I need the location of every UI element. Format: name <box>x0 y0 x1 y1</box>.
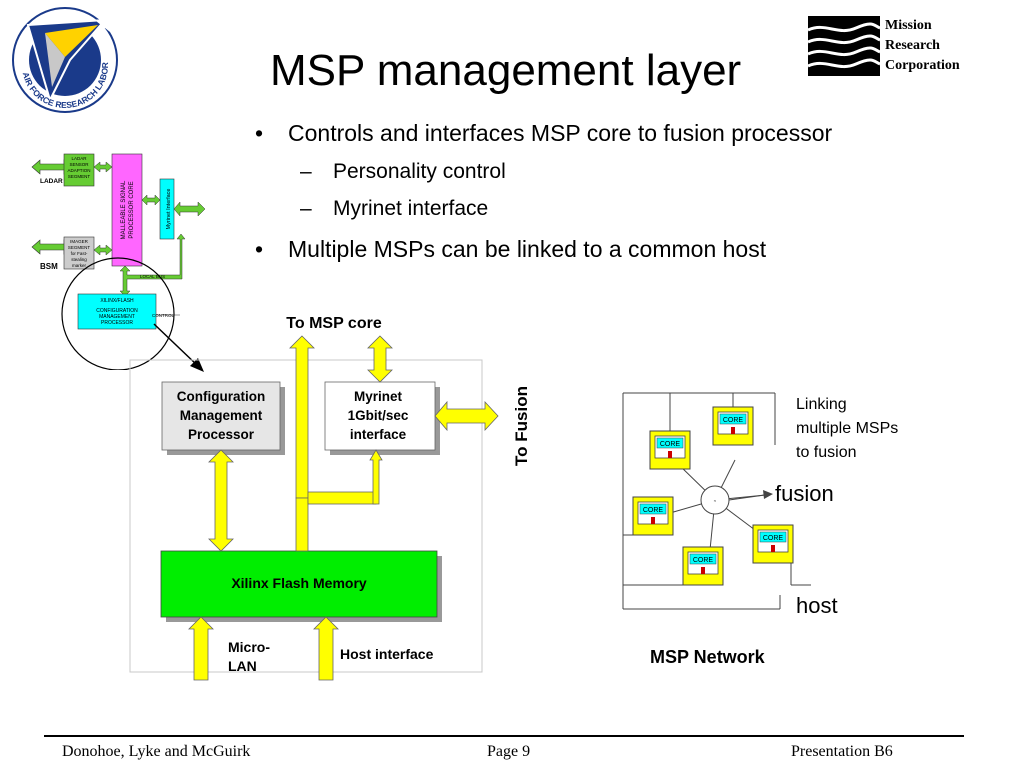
flash-memory-label: Xilinx Flash Memory <box>231 575 367 591</box>
network-linking-text: Linking multiple MSPs to fusion <box>796 393 898 465</box>
block-diagram: To MSP core To Fusion Configuration Mana… <box>129 315 531 681</box>
core-label-4: CORE <box>763 535 784 542</box>
host-label: host <box>796 593 838 618</box>
mini-ladar-seg-4: SEGMENT <box>68 174 91 179</box>
page-title: MSP management layer <box>270 46 742 95</box>
mini-myrinet: Myrinet Interface <box>166 189 172 230</box>
sub-bullet-2-text: Myrinet interface <box>333 197 489 220</box>
mini-ladar-label: LADAR <box>40 178 63 185</box>
to-fusion-label: To Fusion <box>512 386 531 466</box>
core-node-2: CORE <box>712 406 754 446</box>
mrc-logo <box>807 16 881 76</box>
mini-ladar-seg-3: ADAPTION <box>67 168 90 173</box>
core-label-5: CORE <box>693 557 714 564</box>
config-processor-line-1: Configuration <box>177 389 265 404</box>
linking-line-2: multiple MSPs <box>796 420 899 437</box>
myrinet-line-3: interface <box>350 427 407 442</box>
afrl-logo: AIR FORCE RESEARCH LABORATORY <box>7 0 120 115</box>
core-node-1: CORE <box>649 430 691 470</box>
bullet-1-text: Controls and interfaces MSP core to fusi… <box>288 120 833 146</box>
core-label-3: CORE <box>643 507 664 514</box>
bullet-1: • <box>255 120 264 146</box>
msp-network-caption: MSP Network <box>650 647 765 667</box>
sub-bullet-2-dash: – <box>300 197 312 220</box>
mrc-line-2: Research <box>885 38 940 53</box>
mini-control: CONTROL <box>152 313 174 318</box>
core-label-2: CORE <box>723 417 744 424</box>
sub-bullet-1-dash: – <box>300 160 312 183</box>
config-processor-line-2: Management <box>180 408 263 423</box>
footer-authors: Donohoe, Lyke and McGuirk <box>62 743 251 760</box>
footer-presentation: Presentation B6 <box>791 743 893 760</box>
mini-local-bus: LOCAL BUS <box>140 274 165 279</box>
footer-divider <box>44 735 964 737</box>
mrc-logo-text: Mission Research Corporation <box>885 16 960 76</box>
config-processor-line-3: Processor <box>188 427 255 442</box>
core-node-3: CORE <box>632 496 674 536</box>
mini-ladar-seg-1: LADAR <box>71 156 87 161</box>
bullet-2-text: Multiple MSPs can be linked to a common … <box>288 236 767 262</box>
mini-config-1: XILINX/FLASH <box>100 298 134 304</box>
mini-imager-1: IMAGER <box>70 239 89 244</box>
mini-imager-5: marker <box>72 263 87 268</box>
mini-config-3: MANAGEMENT <box>99 314 135 320</box>
msp-network-diagram: ≈ CORE CORE CORE CORE CORE <box>622 392 811 610</box>
sub-bullet-1-text: Personality control <box>333 160 506 183</box>
mini-bsm-label: BSM <box>40 262 58 271</box>
mrc-line-1: Mission <box>885 18 932 33</box>
fusion-label: fusion <box>775 481 834 506</box>
myrinet-line-2: 1Gbit/sec <box>348 408 409 423</box>
zoom-pointer-arrow <box>153 323 204 372</box>
linking-line-3: to fusion <box>796 444 857 461</box>
mrc-line-3: Corporation <box>885 58 960 73</box>
core-label-1: CORE <box>660 441 681 448</box>
hub-mark: ≈ <box>714 498 717 503</box>
myrinet-line-1: Myrinet <box>354 389 403 404</box>
mini-core-2: PROCESSOR CORE <box>129 181 135 238</box>
linking-line-1: Linking <box>796 396 847 413</box>
bullet-2: • <box>255 236 264 262</box>
host-interface-label: Host interface <box>340 646 434 662</box>
mini-ladar-seg-2: SENSOR <box>69 162 89 167</box>
mini-config-2: CONFIGURATION <box>96 308 138 314</box>
mini-core-1: MALLEABLE SIGNAL <box>121 180 127 239</box>
micro-lan-line-1: Micro- <box>228 639 270 655</box>
core-node-5: CORE <box>682 546 724 586</box>
footer-page: Page 9 <box>487 743 531 760</box>
mini-imager-2: SEGMENT <box>68 245 91 250</box>
to-msp-core-label: To MSP core <box>286 315 382 332</box>
core-node-4: CORE <box>752 524 794 564</box>
mini-imager-3: for Fast- <box>71 251 88 256</box>
mini-imager-4: stealing <box>71 257 87 262</box>
mini-config-4: PROCESSOR <box>101 320 133 326</box>
micro-lan-line-2: LAN <box>228 658 257 674</box>
mini-msp-diagram: LADAR BSM LADAR SENSOR ADAPTION SEGMENT … <box>31 153 206 370</box>
